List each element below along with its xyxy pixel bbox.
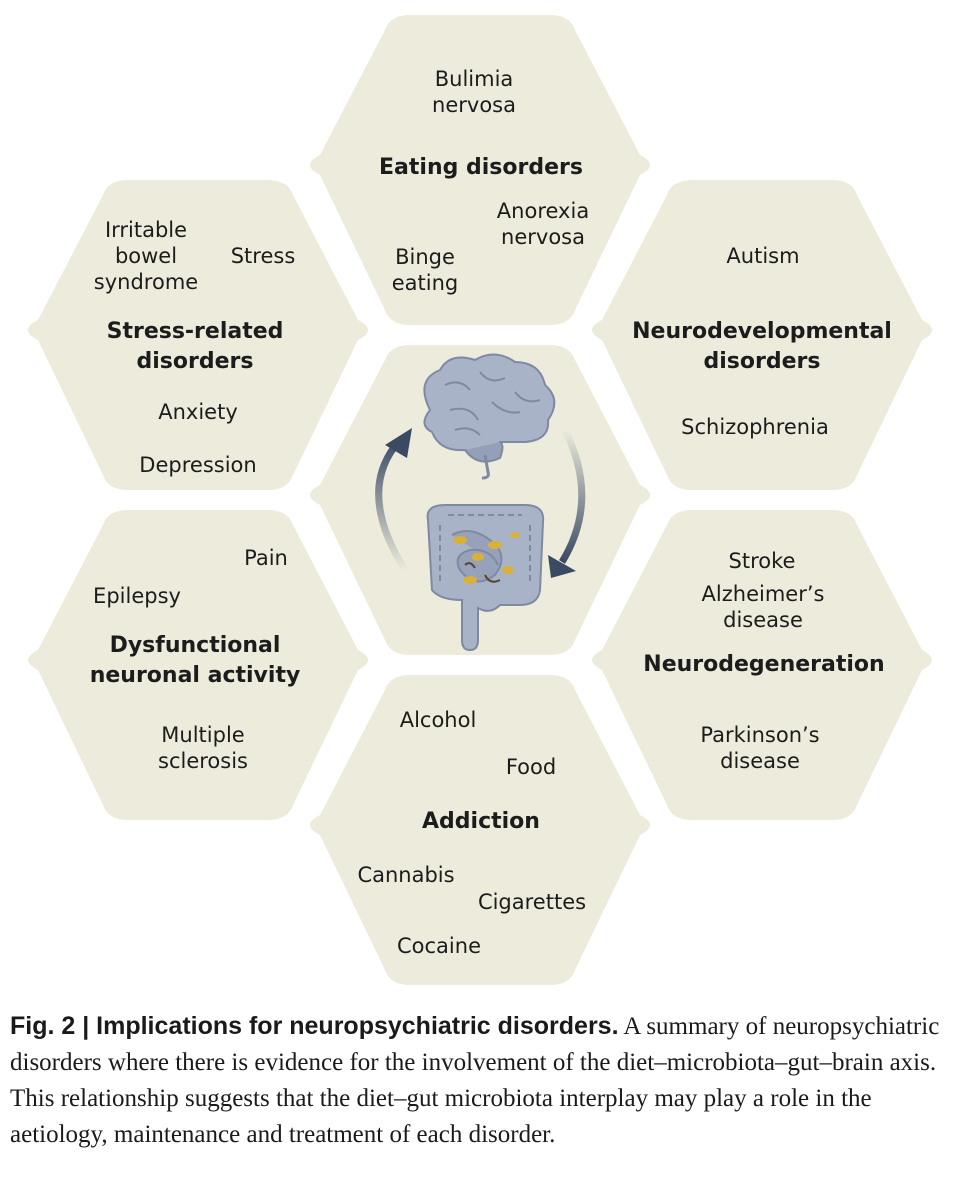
label-autism: Autism: [726, 244, 800, 268]
label-epilepsy: Epilepsy: [93, 584, 181, 608]
label-multiple-sclerosis: Multiple sclerosis: [158, 723, 248, 773]
label-irritable-bowel-syndrome: Irritable bowel syndrome: [93, 218, 199, 294]
hexagon-diagram: Bulimia nervosa Eating disorders Anorexi…: [28, 15, 932, 985]
label-alcohol: Alcohol: [399, 708, 477, 732]
label-stress: Stress: [230, 244, 296, 268]
addiction-title: Addiction: [422, 809, 540, 834]
figure-label: Fig. 2 | Implications for neuropsychiatr…: [10, 1012, 619, 1040]
label-binge-eating: Binge eating: [391, 245, 459, 295]
neurodegeneration-title: Neurodegeneration: [643, 652, 885, 677]
brain-icon: [423, 353, 556, 480]
hexagon-eating: [310, 15, 650, 325]
caption-text: A summary of neuropsychiatric disorders …: [10, 1013, 940, 1148]
label-schizophrenia: Schizophrenia: [681, 415, 829, 439]
label-parkinsons: Parkinson’s disease: [700, 723, 820, 773]
label-alzheimers: Alzheimer’s disease: [701, 582, 825, 632]
label-anxiety: Anxiety: [158, 400, 238, 424]
label-cannabis: Cannabis: [357, 863, 455, 887]
dysfunctional-neuronal-title: Dysfunctional neuronal activity: [89, 633, 301, 688]
eating-disorders-title: Eating disorders: [379, 155, 583, 180]
hexagon-neuronal: [28, 510, 368, 820]
gut-icon: [426, 504, 545, 652]
hexagon-neurodegen: [592, 510, 932, 820]
label-pain: Pain: [244, 546, 288, 570]
hexagon-addiction: [310, 675, 650, 985]
cycle-arrow-icon: [375, 428, 586, 578]
hexagon-center: [310, 345, 650, 655]
hexagon-grid: [28, 15, 932, 985]
label-cocaine: Cocaine: [397, 934, 481, 958]
hexagon-stress: [28, 180, 368, 490]
label-depression: Depression: [139, 453, 257, 477]
hexagon-neurodev: [592, 180, 932, 490]
figure-caption: Fig. 2 | Implications for neuropsychiatr…: [10, 1008, 960, 1153]
label-anorexia-nervosa: Anorexia nervosa: [496, 199, 590, 249]
label-bulimia-nervosa: Bulimia nervosa: [432, 67, 516, 117]
label-stroke: Stroke: [728, 549, 796, 573]
neurodevelopmental-title: Neurodevelopmental disorders: [632, 319, 892, 374]
label-food: Food: [505, 755, 557, 779]
label-cigarettes: Cigarettes: [477, 890, 587, 914]
stress-related-title: Stress-related disorders: [106, 319, 284, 374]
